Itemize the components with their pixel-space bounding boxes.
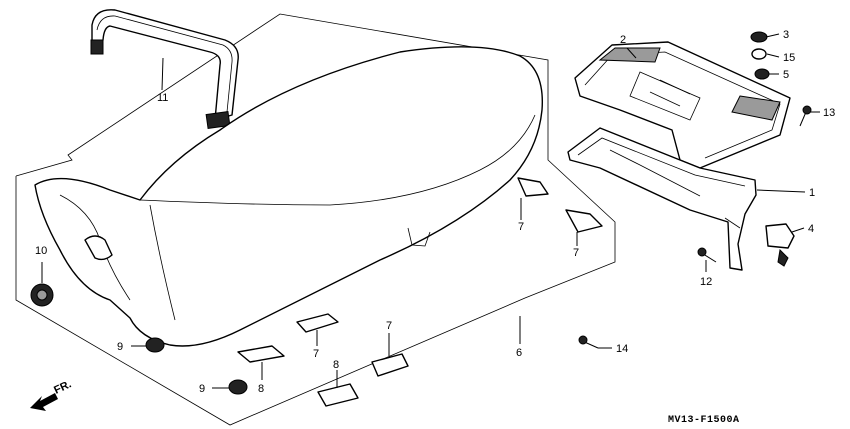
callout-3: 3: [783, 29, 789, 41]
callout-14: 14: [616, 343, 628, 355]
callout-11: 11: [157, 92, 168, 104]
seat-assembly: [34, 46, 544, 347]
callout-labels: 2 3 15 5 13 1 4 12 14 11 10 9 9 7 7 7 7 …: [35, 29, 835, 395]
callout-6: 6: [516, 347, 522, 359]
seat-lock: [765, 223, 795, 267]
callout-9-lower: 9: [199, 383, 205, 395]
rear-carrier: [574, 41, 791, 169]
callout-8-b: 8: [333, 359, 339, 371]
arrow-icon: [30, 393, 58, 411]
cushion-rubbers: [237, 177, 603, 407]
callout-1: 1: [809, 187, 815, 199]
callout-2: 2: [620, 34, 626, 46]
diagram-code: MV13-F1500A: [668, 415, 740, 426]
callout-15: 15: [783, 52, 795, 64]
carrier-bracket: [567, 127, 757, 271]
direction-label: FR.: [52, 378, 73, 396]
callout-7-a: 7: [518, 221, 524, 233]
front-direction-indicator: FR.: [30, 378, 73, 411]
callout-12: 12: [700, 276, 712, 288]
leader-lines: [41, 33, 820, 389]
callout-13: 13: [823, 107, 835, 119]
callout-8-a: 8: [258, 383, 264, 395]
grab-strap: [90, 9, 239, 130]
callout-9-upper: 9: [117, 341, 123, 353]
kit-outline: [15, 13, 616, 426]
callout-4: 4: [808, 223, 814, 235]
hardware-parts: [30, 31, 812, 395]
callout-5: 5: [783, 69, 789, 81]
callout-7-d: 7: [386, 320, 392, 332]
callout-7-b: 7: [573, 247, 579, 259]
callout-7-c: 7: [313, 348, 319, 360]
callout-10: 10: [35, 245, 47, 257]
